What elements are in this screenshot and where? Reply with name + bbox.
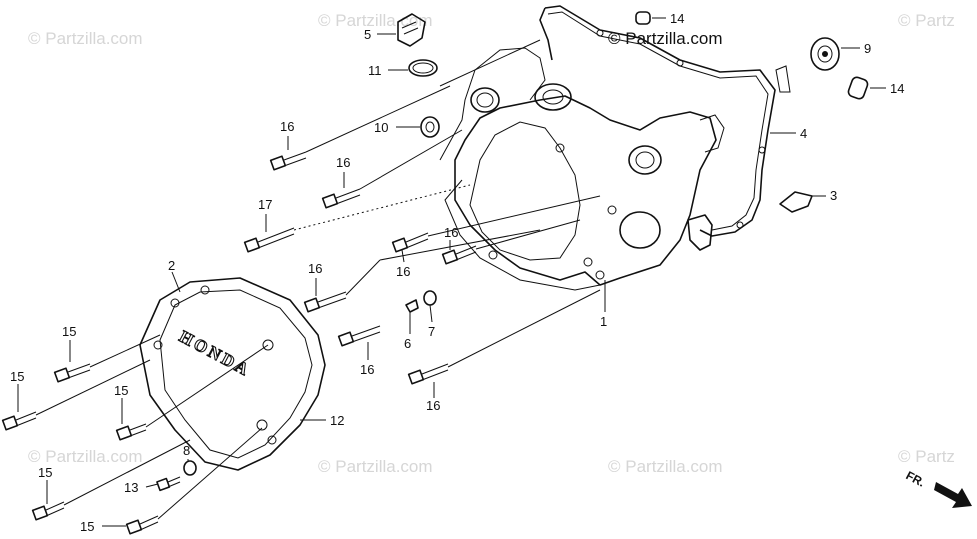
callout-12: 12 — [330, 413, 344, 428]
callout-9: 9 — [864, 41, 871, 56]
callout-16: 16 — [360, 362, 374, 377]
callout-6: 6 — [404, 336, 411, 351]
callout-16: 16 — [336, 155, 350, 170]
callout-1: 1 — [600, 314, 607, 329]
washer — [183, 460, 197, 476]
watermark: © Partzilla.com — [608, 457, 723, 476]
watermark: © Partz — [898, 447, 955, 466]
callout-15: 15 — [62, 324, 76, 339]
rubber-plug — [779, 191, 813, 213]
front-direction-indicator: FR. — [904, 468, 972, 508]
callout-11: 11 — [368, 63, 382, 78]
callout-16: 16 — [308, 261, 322, 276]
callout-16: 16 — [444, 225, 458, 240]
watermark: © Partzilla.com — [318, 457, 433, 476]
callout-16: 16 — [426, 398, 440, 413]
flange-bolt — [31, 501, 65, 521]
callout-3: 3 — [830, 188, 837, 203]
callout-15: 15 — [114, 383, 128, 398]
callout-17: 17 — [258, 197, 272, 212]
watermark: © Partzilla.com — [28, 447, 143, 466]
flange-bolt — [156, 476, 181, 492]
callout-2: 2 — [168, 258, 175, 273]
callout-15: 15 — [10, 369, 24, 384]
o-ring — [408, 59, 438, 77]
flange-bolt — [303, 291, 347, 313]
callout-16: 16 — [396, 264, 410, 279]
callout-14: 14 — [670, 11, 684, 26]
callout-15: 15 — [80, 519, 94, 534]
oil-seal — [420, 116, 440, 138]
flange-bolt — [441, 245, 477, 265]
bearing — [810, 37, 840, 71]
flange-bolt — [269, 151, 307, 171]
flange-bolt — [391, 232, 429, 253]
flange-bolt — [407, 363, 449, 385]
watermark: © Partzilla.com — [318, 11, 433, 30]
callout-5: 5 — [364, 27, 371, 42]
callout-13: 13 — [124, 480, 138, 495]
honda-emblem: HONDA — [176, 327, 254, 381]
callout-15: 15 — [38, 465, 52, 480]
callout-4: 4 — [800, 126, 807, 141]
callout-14: 14 — [890, 81, 904, 96]
callout-16: 16 — [280, 119, 294, 134]
watermark: © Partzilla.com — [28, 29, 143, 48]
flange-bolt — [243, 227, 295, 253]
direction-label: FR. — [904, 468, 928, 489]
washer — [423, 290, 437, 306]
dowel-pin — [635, 11, 651, 25]
flange-bolt — [321, 188, 361, 209]
brand-text: © Partzilla.com — [608, 29, 723, 48]
dowel-pin — [847, 76, 869, 100]
flange-bolt — [125, 515, 159, 535]
watermark: © Partz — [898, 11, 955, 30]
callout-10: 10 — [374, 120, 388, 135]
callout-7: 7 — [428, 324, 435, 339]
small-bolt — [405, 299, 419, 313]
clutch-cover: HONDA — [139, 277, 326, 471]
right-crankcase-cover — [439, 47, 725, 291]
callout-8: 8 — [183, 443, 190, 458]
arrow-right-icon — [934, 482, 972, 508]
flange-bolt — [337, 325, 381, 347]
flange-bolt — [115, 423, 147, 441]
oil-filler-cap — [397, 13, 426, 47]
flange-bolt — [1, 411, 37, 431]
flange-bolt — [53, 363, 91, 383]
